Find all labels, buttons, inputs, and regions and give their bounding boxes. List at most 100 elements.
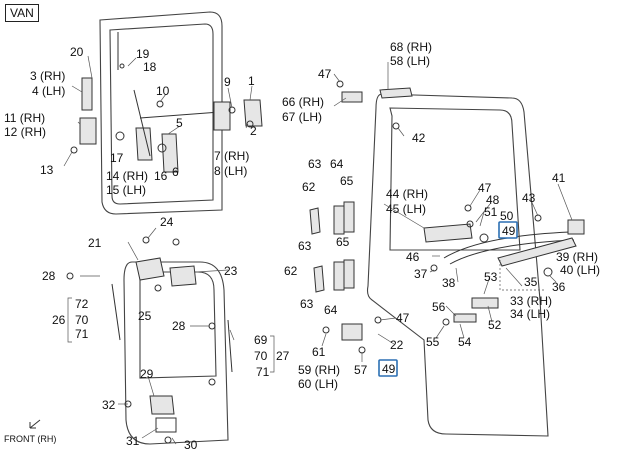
lock-part — [243, 99, 263, 127]
callout-7: 7 (RH) — [214, 149, 249, 163]
callout-21: 21 — [88, 236, 102, 250]
callout-29: 29 — [140, 367, 154, 381]
handle-part — [161, 133, 179, 173]
callout-20: 20 — [70, 45, 84, 59]
guide-53 — [471, 297, 499, 309]
callout-61: 61 — [312, 345, 326, 359]
callout-62-top: 62 — [302, 180, 316, 194]
callout-49-lower: 49 — [382, 362, 396, 376]
front-arrow-icon — [29, 419, 41, 429]
callout-25: 25 — [138, 309, 152, 323]
callout-42: 42 — [412, 131, 426, 145]
highlight-49-upper: 49 — [498, 221, 518, 239]
hinge-part — [81, 77, 93, 111]
guide-rail — [497, 237, 577, 267]
callout-67: 67 (LH) — [282, 110, 322, 124]
callout-59: 59 (RH) — [298, 363, 340, 377]
callout-71-right: 71 — [256, 365, 270, 379]
callout-13: 13 — [40, 163, 54, 177]
callout-56: 56 — [432, 300, 446, 314]
striker — [155, 417, 177, 433]
callout-6: 6 — [172, 165, 179, 179]
callout-39: 39 (RH) — [556, 250, 598, 264]
callout-55: 55 — [426, 335, 440, 349]
callout-47-mid: 47 — [478, 181, 492, 195]
inner-handle — [135, 127, 153, 161]
callout-68: 68 (RH) — [390, 40, 432, 54]
callout-69: 69 — [254, 333, 268, 347]
callout-70-right: 70 — [254, 349, 268, 363]
callout-62-mid: 62 — [284, 264, 298, 278]
lower-rail-a — [443, 231, 571, 259]
callout-48: 48 — [486, 193, 500, 207]
lower-roller — [341, 323, 363, 341]
callout-71-left: 71 — [75, 327, 89, 341]
latch — [213, 101, 231, 131]
callout-33: 33 (RH) — [510, 294, 552, 308]
hinge-upper — [135, 257, 165, 281]
rod — [139, 111, 221, 119]
callout-64-bottom: 64 — [324, 303, 338, 317]
callout-18: 18 — [143, 60, 157, 74]
callout-37: 37 — [414, 267, 428, 281]
callout-36: 36 — [552, 280, 566, 294]
callout-28-left: 28 — [42, 269, 56, 283]
group-bracket-left — [67, 297, 72, 343]
guide-52 — [453, 313, 477, 323]
callout-10: 10 — [156, 84, 170, 98]
callout-14: 14 (RH) — [106, 169, 148, 183]
callout-49-upper: 49 — [502, 224, 516, 238]
upper-roller — [341, 91, 363, 103]
callout-26: 26 — [52, 313, 66, 327]
callout-22: 22 — [390, 338, 404, 352]
callout-8: 8 (LH) — [214, 164, 247, 178]
callout-50: 50 — [500, 209, 514, 223]
callout-30: 30 — [184, 438, 198, 452]
callout-51: 51 — [484, 205, 498, 219]
callout-47-top: 47 — [318, 67, 332, 81]
callout-65-mid: 65 — [336, 235, 350, 249]
end-cap — [567, 219, 585, 235]
callout-12: 12 (RH) — [4, 125, 46, 139]
callout-63-bottom: 63 — [300, 297, 314, 311]
callout-63-top: 63 — [308, 157, 322, 171]
callout-2: 2 — [250, 124, 257, 138]
callout-3: 3 (RH) — [30, 69, 65, 83]
callout-60: 60 (LH) — [298, 377, 338, 391]
reference-dash — [499, 260, 545, 291]
callout-64-top: 64 — [330, 157, 344, 171]
sliding-door-assembly — [322, 80, 585, 437]
callout-38: 38 — [442, 276, 456, 290]
callout-46: 46 — [406, 250, 420, 264]
callout-16: 16 — [154, 169, 168, 183]
callout-23: 23 — [224, 264, 238, 278]
cable — [133, 89, 151, 157]
callout-44: 44 (RH) — [386, 187, 428, 201]
callout-4: 4 (LH) — [32, 84, 65, 98]
callout-58: 58 (LH) — [390, 54, 430, 68]
trim-strips — [309, 201, 355, 293]
callout-17: 17 — [110, 151, 124, 165]
strut-left — [111, 283, 121, 341]
lower-rail-b — [449, 239, 575, 265]
lock-assembly — [423, 223, 473, 243]
callout-1: 1 — [248, 74, 255, 88]
leader-lines — [63, 55, 573, 445]
callout-45: 45 (LH) — [386, 202, 426, 216]
callout-9: 9 — [224, 75, 231, 89]
callout-47-bottom: 47 — [396, 311, 410, 325]
front-note: FRONT (RH) — [4, 434, 57, 444]
highlight-49-lower: 49 — [378, 359, 398, 377]
lower-door-assembly — [66, 236, 233, 445]
hinge-bracket — [79, 117, 97, 145]
callout-40: 40 (LH) — [560, 263, 600, 277]
callout-34: 34 (LH) — [510, 307, 550, 321]
strut-right — [227, 319, 233, 373]
catch-part — [149, 395, 175, 415]
callout-15: 15 (LH) — [106, 183, 146, 197]
callout-72: 72 — [75, 297, 89, 311]
callout-43: 43 — [522, 191, 536, 205]
callout-5: 5 — [176, 116, 183, 130]
callout-19: 19 — [136, 47, 150, 61]
